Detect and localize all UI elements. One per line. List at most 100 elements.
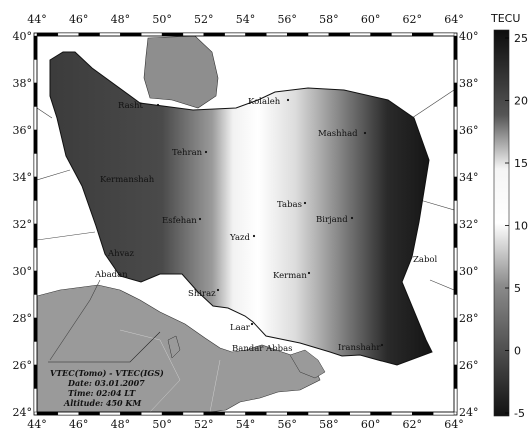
info-box: VTEC(Tomo) - VTEC(IGS) Date: 03.01.2007 …: [50, 368, 164, 408]
lon-tick-bottom: 44°: [27, 418, 47, 431]
city-dot: [307, 271, 311, 275]
city-bandar-abbas: Bandar Abbas: [232, 344, 293, 354]
city-dot: [363, 131, 367, 135]
lat-tick-right: 30°: [459, 265, 479, 278]
lon-tick-top: 58°: [319, 13, 339, 26]
colorbar-tick-label: 20: [514, 95, 528, 108]
city-dot: [380, 343, 384, 347]
lat-tick-left: 30°: [13, 265, 33, 278]
surrounding-land: [37, 36, 454, 412]
city-tabas: Tabas: [277, 200, 307, 210]
colorbar-tick-label: 10: [514, 220, 528, 233]
city-label: Tehran: [172, 148, 203, 158]
city-kolaleh: Kolaleh: [248, 97, 290, 107]
lon-tick-bottom: 56°: [277, 418, 297, 431]
city-dot: [156, 103, 160, 107]
lon-tick-top: 54°: [236, 13, 256, 26]
city-label: Mashhad: [318, 129, 358, 139]
map-frame: [33, 32, 458, 416]
city-dot: [303, 201, 307, 205]
colorbar: TECU 25 20 15 10 5 0 -5: [490, 12, 528, 420]
lat-tick-right: 32°: [459, 218, 479, 231]
colorbar-tick-label: 25: [514, 32, 528, 45]
lon-labels-top: 44° 46° 48° 50° 52° 54° 56° 58° 60° 62° 64°: [27, 13, 464, 26]
lon-tick-bottom: 50°: [152, 418, 172, 431]
city-label: Ahvaz: [107, 249, 134, 259]
city-label: Shiraz: [188, 289, 216, 299]
lon-tick-bottom: 62°: [403, 418, 423, 431]
colorbar-gradient: [493, 29, 510, 417]
city-laar: Laar: [230, 322, 254, 333]
city-mashhad: Mashhad: [318, 129, 367, 139]
lon-tick-top: 50°: [152, 13, 172, 26]
colorbar-title: TECU: [490, 12, 520, 25]
lat-labels-left: 40°38°36°34°32°30°28°26°24°: [13, 30, 33, 419]
city-birjand: Birjand: [316, 215, 354, 225]
city-dot: [250, 322, 254, 326]
lon-tick-top: 44°: [27, 13, 47, 26]
city-label: Iranshahr: [338, 343, 381, 353]
lon-tick-top: 52°: [194, 13, 214, 26]
info-line-3: Time: 02:04 LT: [68, 388, 136, 398]
lat-tick-right: 40°: [459, 30, 479, 43]
city-label: Esfehan: [162, 216, 197, 226]
lon-tick-bottom: 52°: [194, 418, 214, 431]
city-iranshahr: Iranshahr: [338, 343, 384, 353]
city-tehran: Tehran: [172, 148, 208, 158]
lat-tick-left: 32°: [13, 218, 33, 231]
city-label: Zabol: [413, 255, 438, 265]
colorbar-tick-label: 0: [514, 345, 521, 358]
colorbar-tick-label: -5: [514, 407, 525, 420]
lon-tick-top: 60°: [361, 13, 381, 26]
city-kerman: Kerman: [273, 271, 311, 281]
city-ahvaz: Ahvaz: [107, 249, 134, 259]
city-label: Birjand: [316, 215, 348, 225]
city-label: Bandar Abbas: [232, 344, 293, 354]
lat-tick-right: 26°: [459, 359, 479, 372]
info-line-4: Altitude: 450 KM: [63, 398, 142, 408]
caspian-sea: [143, 36, 219, 109]
city-label: Rasht: [118, 101, 143, 111]
lat-tick-right: 36°: [459, 124, 479, 137]
lon-tick-top: 62°: [403, 13, 423, 26]
colorbar-tick-label: 15: [514, 157, 528, 170]
city-dot: [198, 217, 202, 221]
lon-tick-bottom: 46°: [69, 418, 89, 431]
lat-tick-right: 38°: [459, 77, 479, 90]
lat-tick-right: 24°: [459, 406, 479, 419]
city-dot: [252, 234, 256, 238]
city-yazd: Yazd: [229, 233, 256, 243]
lat-tick-left: 36°: [13, 124, 33, 137]
city-dot: [204, 150, 208, 154]
city-dot: [286, 98, 290, 102]
city-abadan: Abadan: [94, 270, 128, 280]
lat-labels-right: 40°38°36°34°32°30°28°26°24°: [459, 30, 479, 419]
city-label: Kolaleh: [248, 97, 281, 107]
lon-tick-top: 48°: [111, 13, 131, 26]
lat-tick-left: 28°: [13, 312, 33, 325]
colorbar-tick-label: 5: [514, 282, 521, 295]
lat-tick-right: 28°: [459, 312, 479, 325]
lat-tick-left: 24°: [13, 406, 33, 419]
lon-tick-top: 64°: [444, 13, 464, 26]
lat-tick-left: 38°: [13, 77, 33, 90]
city-label: Abadan: [94, 270, 128, 280]
lat-tick-left: 26°: [13, 359, 33, 372]
iran-border: [49, 51, 433, 366]
lon-tick-bottom: 64°: [444, 418, 464, 431]
city-label: Kermanshah: [100, 175, 155, 185]
lon-tick-top: 46°: [69, 13, 89, 26]
lon-tick-top: 56°: [277, 13, 297, 26]
city-label: Tabas: [277, 200, 302, 210]
city-shiraz: Shiraz: [188, 288, 220, 299]
city-label: Kerman: [273, 271, 307, 281]
city-kermanshah: Kermanshah: [100, 175, 155, 185]
city-labels: Rasht KolalehMashhadTehranKermanshahTabas…: [94, 97, 438, 354]
city-rasht: Rasht: [118, 101, 160, 111]
lon-tick-bottom: 54°: [236, 418, 256, 431]
info-line-2: Date: 03.01.2007: [67, 378, 145, 388]
lon-tick-bottom: 48°: [111, 418, 131, 431]
lon-tick-bottom: 58°: [319, 418, 339, 431]
colorbar-ticks: 25 20 15 10 5 0 -5: [505, 32, 528, 420]
